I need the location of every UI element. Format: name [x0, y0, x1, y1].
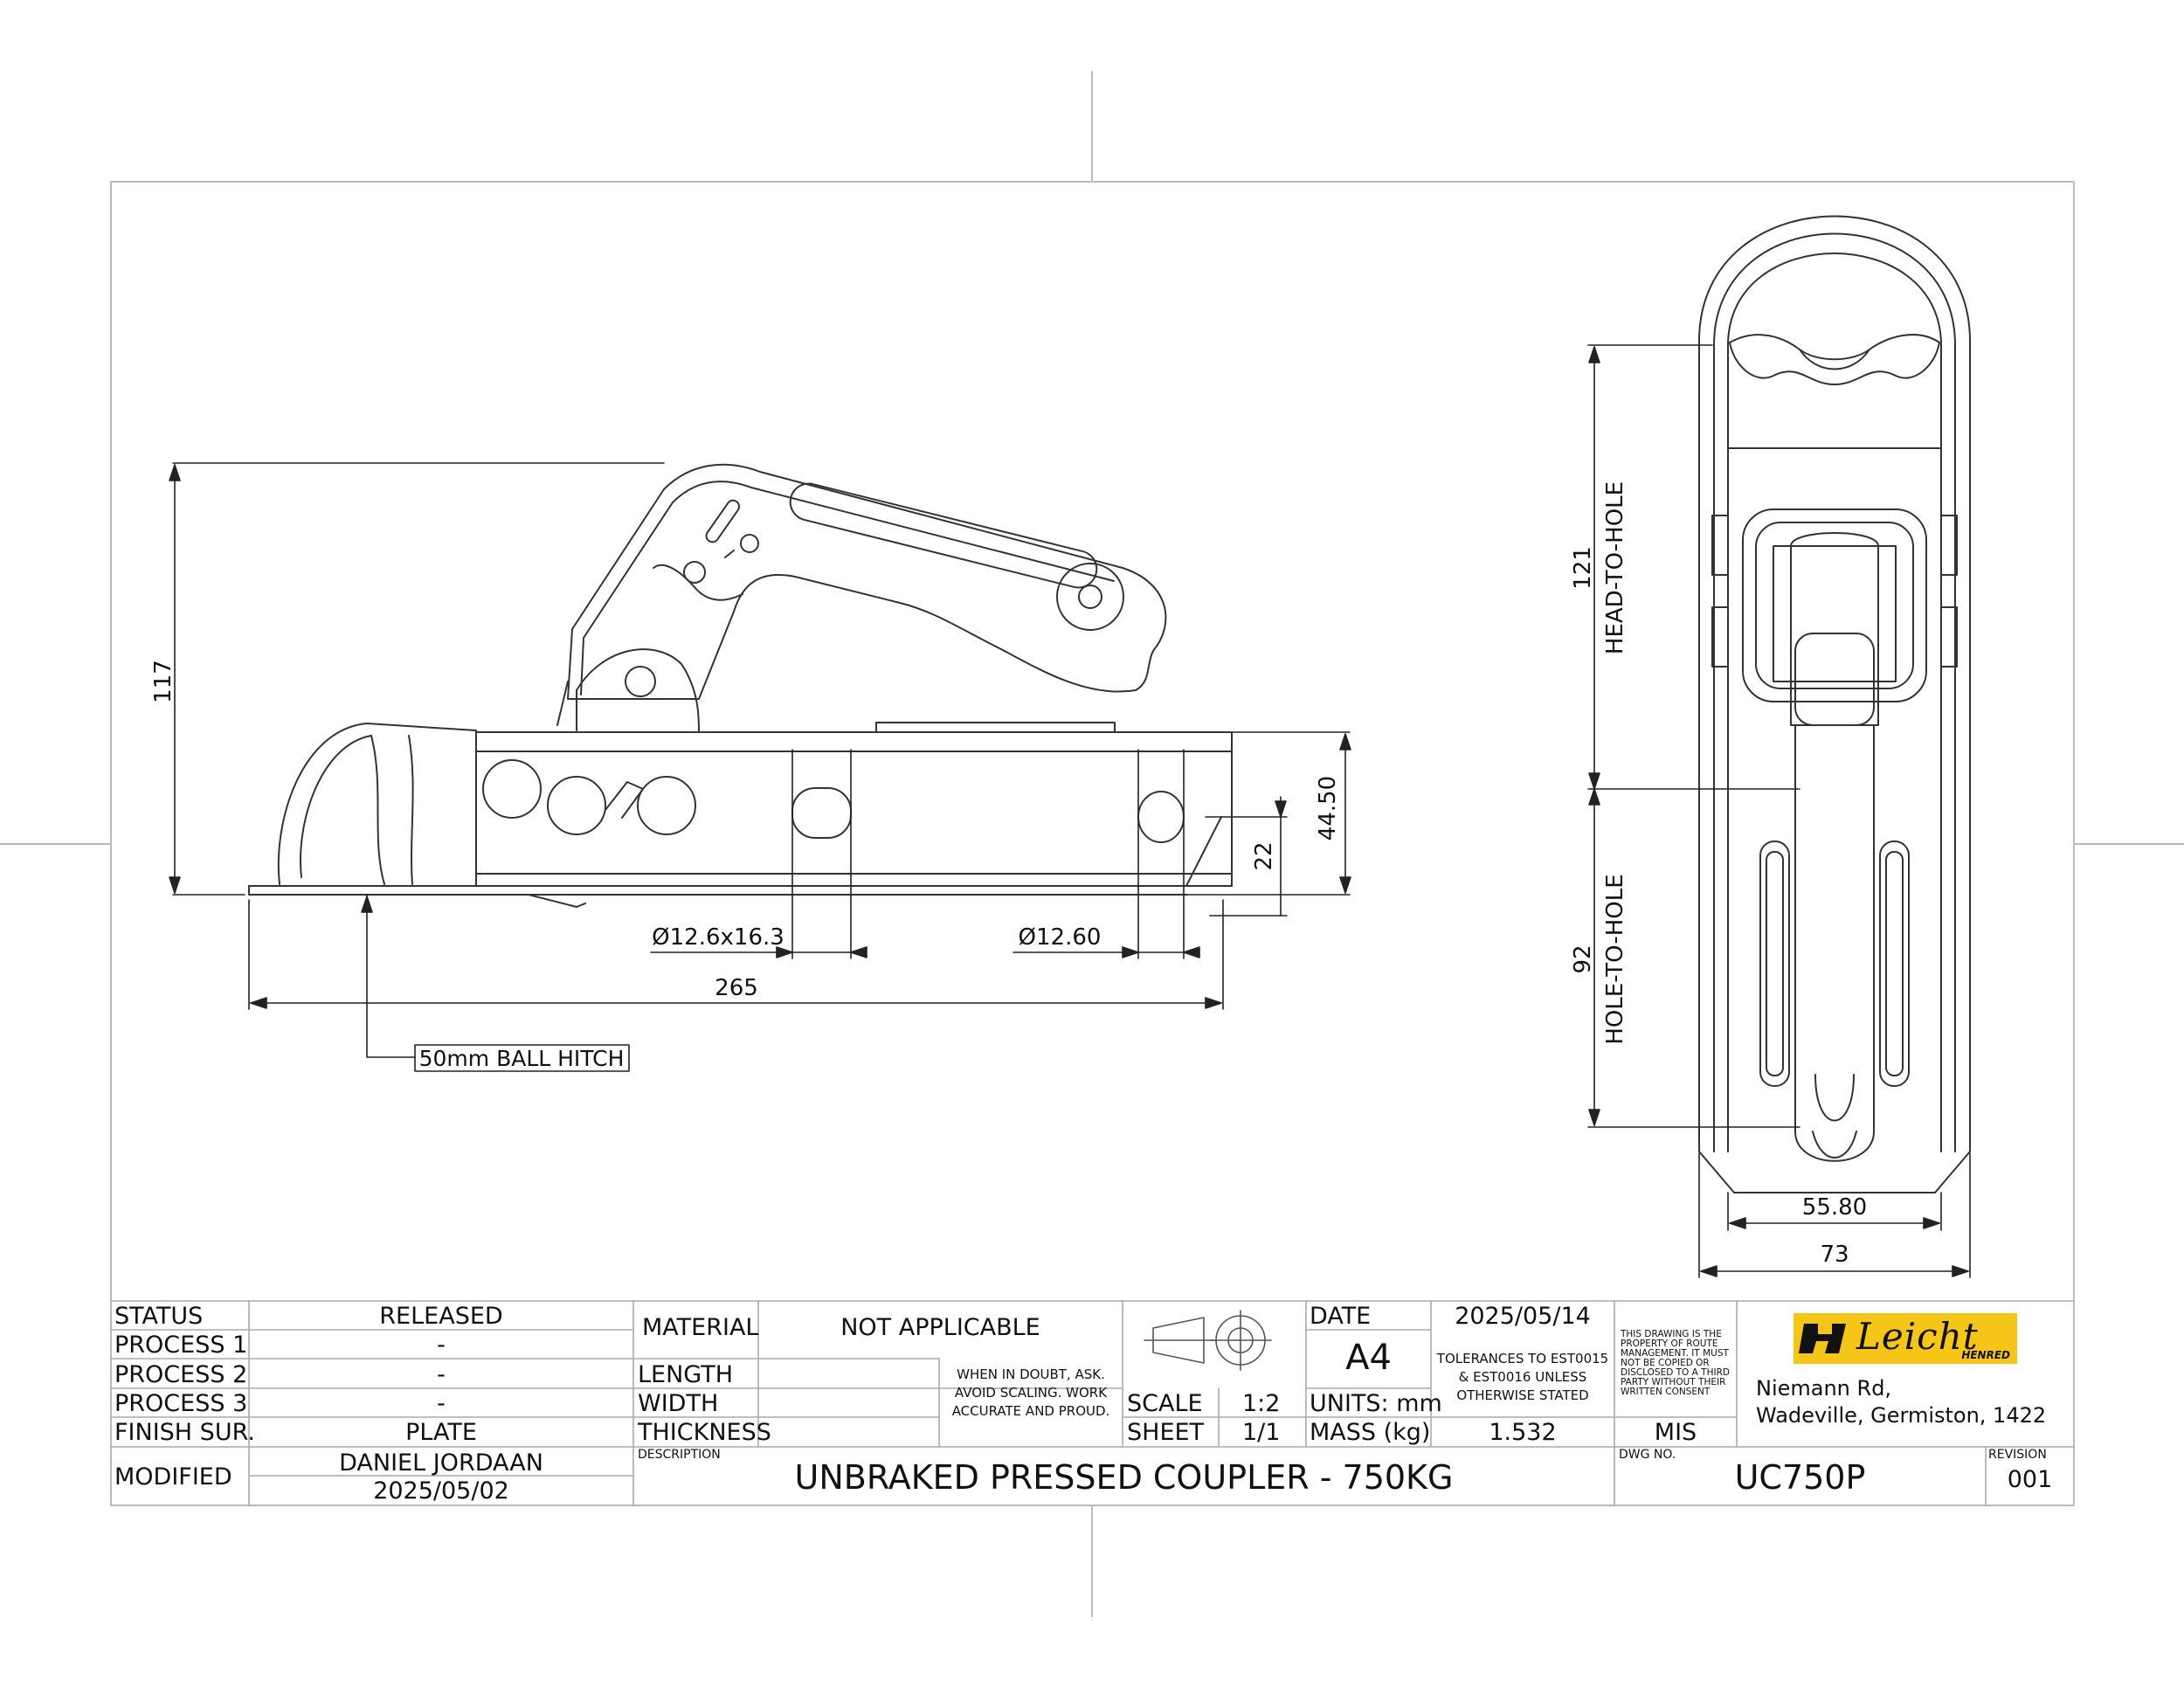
- title-block-grid: [110, 1300, 2075, 1506]
- dim-slot-hole: Ø12.6x16.3: [652, 924, 784, 951]
- paper-size: A4: [1345, 1338, 1392, 1378]
- dim-hole-to-hole-value: 92: [1570, 944, 1596, 973]
- dwg-no-label: DWG NO.: [1619, 1448, 1676, 1462]
- modified-date: 2025/05/02: [373, 1477, 509, 1505]
- units-value: UNITS: mm: [1310, 1390, 1442, 1417]
- mass-label: MASS (kg): [1310, 1419, 1431, 1446]
- finish-value: PLATE: [405, 1419, 477, 1446]
- drawn-by: MIS: [1654, 1419, 1697, 1446]
- dim-outer-width: 73: [1820, 1242, 1849, 1268]
- modified-by: DANIEL JORDAAN: [339, 1449, 543, 1477]
- ball-hitch-callout: 50mm BALL HITCH: [419, 1046, 625, 1071]
- process1-value: -: [437, 1332, 446, 1359]
- thickness-label: THICKNESS: [638, 1419, 771, 1446]
- material-label: MATERIAL: [642, 1314, 759, 1341]
- address-line2: Wadeville, Germiston, 1422: [1756, 1403, 2047, 1428]
- process2-value: -: [437, 1361, 446, 1388]
- dwg-no-value: UC750P: [1734, 1458, 1866, 1497]
- dim-overall-length: 265: [715, 975, 758, 1001]
- process3-value: -: [437, 1390, 446, 1417]
- top-view-dimensions: [1587, 344, 1971, 1278]
- revision-value: 001: [2007, 1466, 2053, 1493]
- process1-label: PROCESS 1: [114, 1332, 248, 1359]
- revision-label: REVISION: [1988, 1448, 2047, 1462]
- company-logo: Leicht HENRED: [1794, 1313, 2017, 1364]
- width-label: WIDTH: [638, 1390, 719, 1417]
- third-angle-projection-symbol: [1144, 1310, 1272, 1371]
- side-view-dimensions: [169, 462, 1351, 1072]
- side-view: [248, 463, 1233, 908]
- sheet-frame: [0, 71, 2184, 1617]
- modified-label: MODIFIED: [114, 1463, 232, 1491]
- scale-value: 1:2: [1242, 1390, 1281, 1417]
- address-line1: Niemann Rd,: [1756, 1376, 1892, 1401]
- material-value: NOT APPLICABLE: [840, 1314, 1040, 1341]
- status-value: RELEASED: [379, 1303, 503, 1330]
- lever: [567, 463, 1167, 700]
- top-view-lever: [1790, 532, 1879, 726]
- dim-inner-width: 55.80: [1802, 1194, 1867, 1221]
- dim-head-to-hole-label: HEAD-TO-HOLE: [1602, 481, 1628, 654]
- ball-cup: [277, 723, 477, 885]
- process2-label: PROCESS 2: [114, 1361, 248, 1388]
- sheet-label: SHEET: [1127, 1419, 1205, 1446]
- property-note: THIS DRAWING IS THE PROPERTY OF ROUTE MA…: [1621, 1329, 1730, 1397]
- dim-overall-height: 117: [150, 660, 176, 703]
- status-label: STATUS: [114, 1303, 204, 1330]
- length-label: LENGTH: [638, 1361, 734, 1388]
- sheet-value: 1/1: [1242, 1419, 1281, 1446]
- scale-label: SCALE: [1127, 1390, 1203, 1417]
- doubt-note: WHEN IN DOUBT, ASK. AVOID SCALING. WORK …: [951, 1366, 1110, 1419]
- process3-label: PROCESS 3: [114, 1390, 248, 1417]
- logo-mark-icon: [1799, 1324, 1846, 1353]
- coupler-body: [475, 731, 1233, 887]
- date-value: 2025/05/14: [1455, 1303, 1591, 1330]
- logo-subtext: HENRED: [1961, 1349, 2010, 1361]
- dim-body-height: 44.50: [1315, 776, 1341, 841]
- dim-hole-to-hole-label: HOLE-TO-HOLE: [1602, 874, 1628, 1044]
- dim-head-to-hole-value: 121: [1570, 546, 1596, 590]
- top-view: [1698, 215, 1971, 1193]
- mass-value: 1.532: [1489, 1419, 1557, 1446]
- finish-label: FINISH SUR.: [114, 1419, 255, 1446]
- logo-wordmark: Leicht: [1856, 1315, 1979, 1358]
- description-label: DESCRIPTION: [638, 1448, 721, 1462]
- description-value: UNBRAKED PRESSED COUPLER - 750KG: [794, 1458, 1454, 1497]
- dim-round-hole: Ø12.60: [1019, 924, 1102, 951]
- tolerances-note: TOLERANCES TO EST0015 & EST0016 UNLESS O…: [1436, 1351, 1609, 1403]
- coupler-outline: [1698, 215, 1971, 1152]
- date-label: DATE: [1310, 1303, 1372, 1330]
- dim-hole-height: 22: [1251, 841, 1277, 870]
